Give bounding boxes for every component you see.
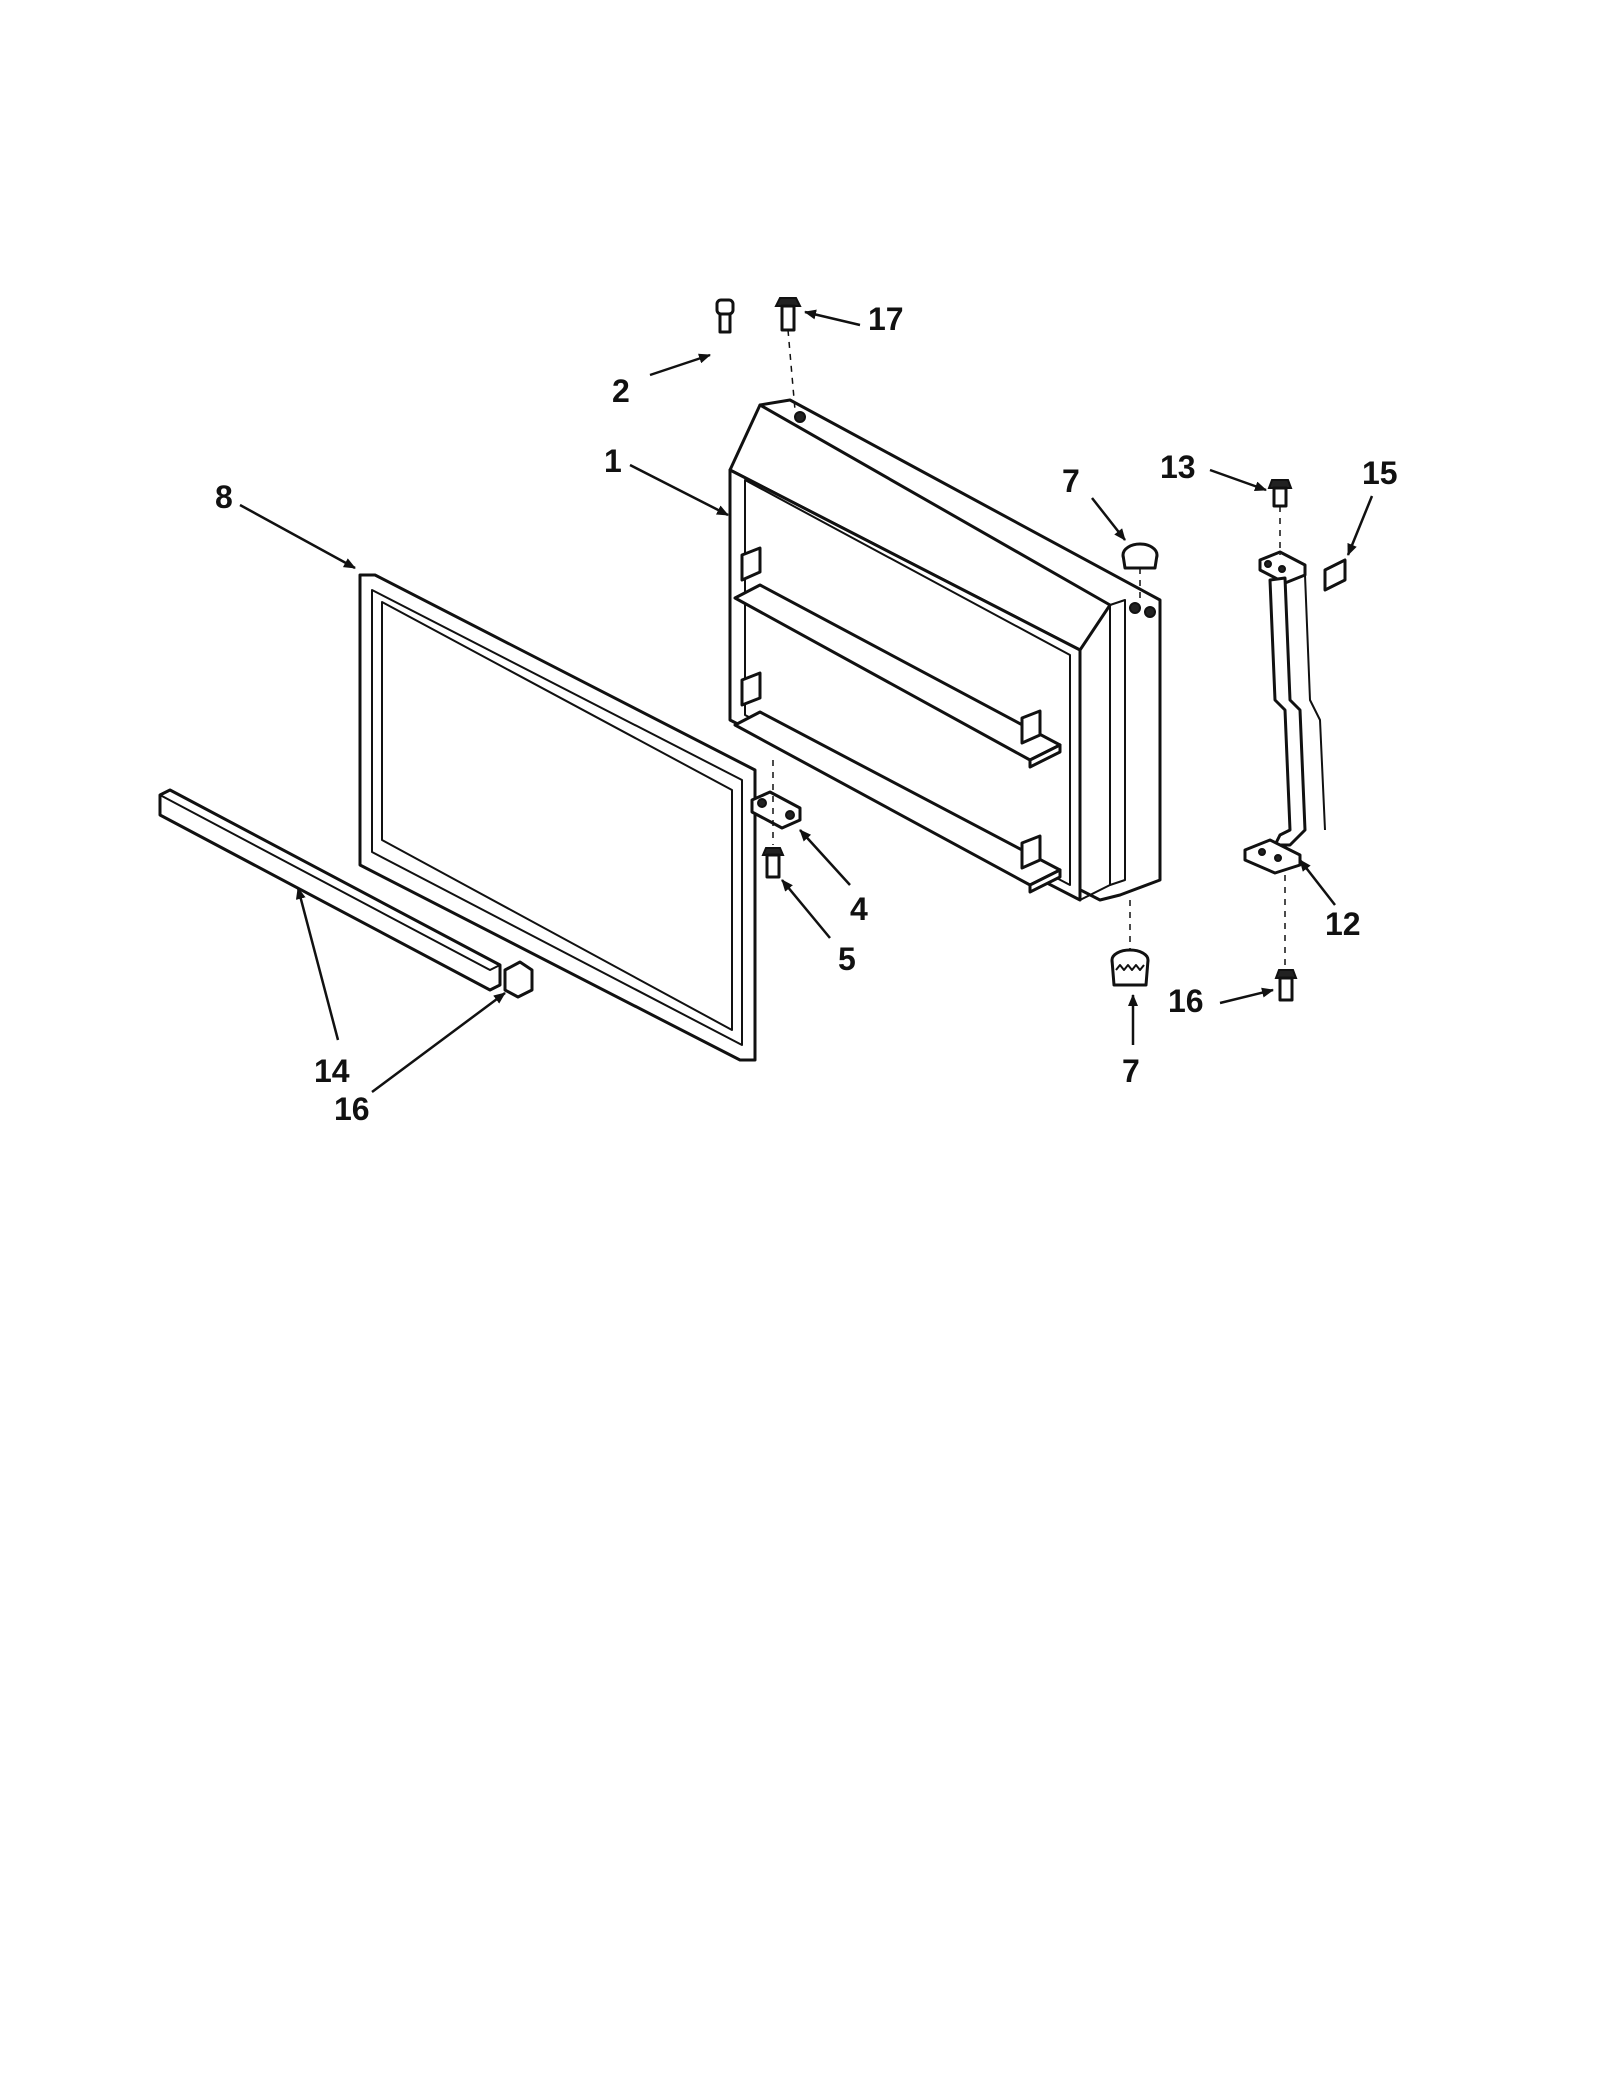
bracket-screw-part bbox=[761, 847, 785, 879]
trim-strip-part bbox=[158, 788, 502, 992]
leader-arrows bbox=[239, 309, 1374, 1094]
door-gasket-part bbox=[358, 573, 757, 1062]
callout-12: 12 bbox=[1325, 906, 1361, 942]
callout-2: 2 bbox=[612, 373, 630, 409]
trim-clip-part bbox=[503, 960, 534, 999]
handle-label-part bbox=[1323, 558, 1347, 592]
callout-7-top: 7 bbox=[1062, 463, 1080, 499]
callout-7-bottom: 7 bbox=[1122, 1053, 1140, 1089]
handle-bottom-screw-part bbox=[1274, 969, 1298, 1002]
door-handle-part bbox=[1243, 550, 1326, 875]
callout-5: 5 bbox=[838, 941, 856, 977]
callout-13: 13 bbox=[1160, 449, 1196, 485]
callout-4: 4 bbox=[850, 891, 868, 927]
callout-14: 14 bbox=[314, 1053, 350, 1089]
callout-1: 1 bbox=[604, 443, 622, 479]
cam-bottom-part bbox=[1110, 948, 1150, 987]
handle-top-screw-part bbox=[1267, 479, 1293, 508]
freezer-door-part bbox=[728, 398, 1162, 902]
callout-8: 8 bbox=[215, 479, 233, 515]
callout-15: 15 bbox=[1362, 455, 1398, 491]
hinge-plug-part bbox=[715, 298, 735, 334]
hinge-bracket-part bbox=[750, 790, 802, 830]
cap-top-part bbox=[1121, 542, 1159, 570]
callout-17: 17 bbox=[868, 301, 904, 337]
alignment-lines bbox=[772, 329, 1286, 965]
callout-labels: 2 17 1 7 13 15 8 4 5 12 16 7 14 16 bbox=[215, 301, 1398, 1127]
callout-16-right: 16 bbox=[1168, 983, 1204, 1019]
hinge-screw-part bbox=[774, 297, 802, 332]
callout-16-left: 16 bbox=[334, 1091, 370, 1127]
